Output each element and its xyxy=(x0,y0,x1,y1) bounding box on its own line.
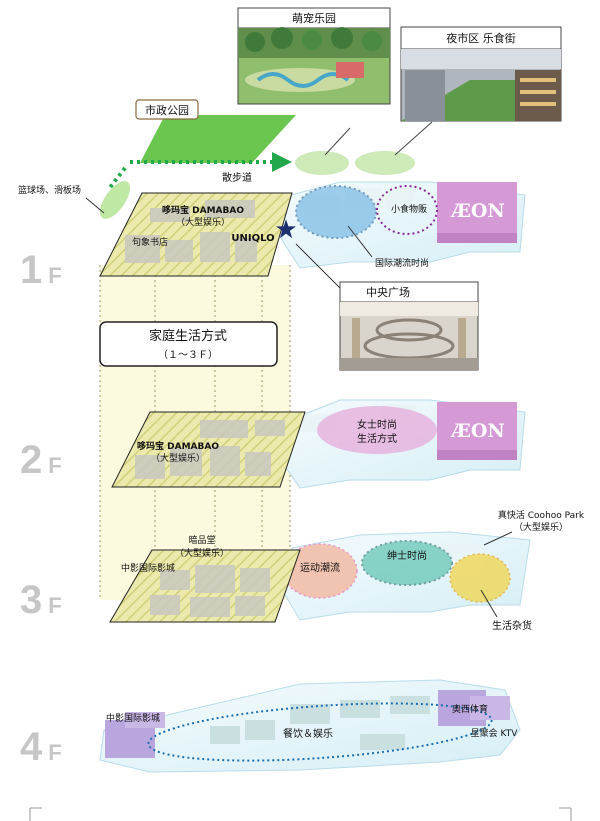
f3-sports-label: 运动潮流 xyxy=(300,561,340,574)
f4-ktv-label: 星聚会 KTV xyxy=(471,727,519,739)
f1-big-ent-label: （大型娱乐） xyxy=(176,216,230,228)
night-market-title: 夜市区 乐食街 xyxy=(446,31,516,45)
meng-bao-area xyxy=(295,151,349,175)
f3-big-ent-label: （大型娱乐） xyxy=(175,547,229,559)
floor-2f-plan xyxy=(281,399,526,489)
meng-bao-photo xyxy=(237,7,391,105)
intl-fashion-zone xyxy=(295,185,377,239)
f2-ladies-label-1: 女士时尚 xyxy=(357,418,397,431)
meng-bao-title: 萌宠乐园 xyxy=(292,11,336,25)
f3-anpintang-label: 暗品堂 xyxy=(188,534,215,546)
family-lifestyle-title: 家庭生活方式 xyxy=(149,328,227,344)
family-lifestyle-subtitle: （１～３Ｆ） xyxy=(158,349,218,361)
f2-damabao-label: 哆玛宝 DAMABAO xyxy=(137,440,219,452)
floor-4f-plan xyxy=(99,679,521,773)
star-icon: ★ xyxy=(274,215,297,245)
f2-ladies-label-2: 生活方式 xyxy=(357,432,397,445)
f2-aeon-logo: ÆON xyxy=(450,420,505,442)
page-corner-marks xyxy=(29,807,572,821)
f4-aoli-label: 奥西体育 xyxy=(452,703,488,715)
floor-3f-plan xyxy=(281,531,531,621)
ladies-fashion-zone xyxy=(317,406,437,454)
floor-1f-plan xyxy=(279,181,526,269)
night-market-area xyxy=(355,151,415,175)
f3-sundries-label: 生活杂货 xyxy=(492,619,532,632)
floor-2f-buildings xyxy=(135,420,285,479)
f3-cinema-label: 中影国际影城 xyxy=(121,562,175,574)
sundries-zone xyxy=(449,553,511,603)
courts-label: 篮球场、滑板场 xyxy=(18,184,81,196)
floor-1f-buildings xyxy=(125,200,257,263)
f4-cinema-label: 中影国际影城 xyxy=(106,712,160,724)
municipal-park-label: 市政公园 xyxy=(145,103,189,117)
snacks-zone xyxy=(376,185,438,235)
f2-big-ent-label: （大型娱乐） xyxy=(151,452,205,464)
f1-bookstore-label: 句象书店 xyxy=(132,236,168,248)
central-plaza-photo xyxy=(339,281,479,371)
f3-coohoo-label: 真快活 Coohoo Park xyxy=(498,509,585,521)
f1-uniqlo-label: UNIQLO xyxy=(231,233,274,244)
family-lifestyle-box xyxy=(99,321,278,367)
municipal-park-area xyxy=(140,115,296,163)
gentlemen-zone xyxy=(361,540,453,586)
f1-aeon-logo: ÆON xyxy=(450,200,505,222)
walkway-path xyxy=(106,152,292,192)
floor-3f-buildings xyxy=(150,565,270,617)
f3-gentlemen-label: 绅士时尚 xyxy=(387,549,427,562)
courts-area xyxy=(99,181,131,219)
f4-dining-label: 餐饮＆娱乐 xyxy=(283,727,333,740)
f1-snacks-label: 小食物贩 xyxy=(391,203,427,215)
walkway-label: 散步道 xyxy=(222,171,252,184)
f1-intl-fashion-label: 国际潮流时尚 xyxy=(375,257,429,269)
central-plaza-title: 中央广场 xyxy=(366,285,410,299)
f1-damabao-label: 哆玛宝 DAMABAO xyxy=(162,204,244,216)
f3-coohoo-sub-label: （大型娱乐） xyxy=(514,521,568,533)
municipal-park-label-box xyxy=(135,99,199,120)
night-market-photo xyxy=(400,26,562,122)
dining-entertainment-zone xyxy=(147,702,493,762)
